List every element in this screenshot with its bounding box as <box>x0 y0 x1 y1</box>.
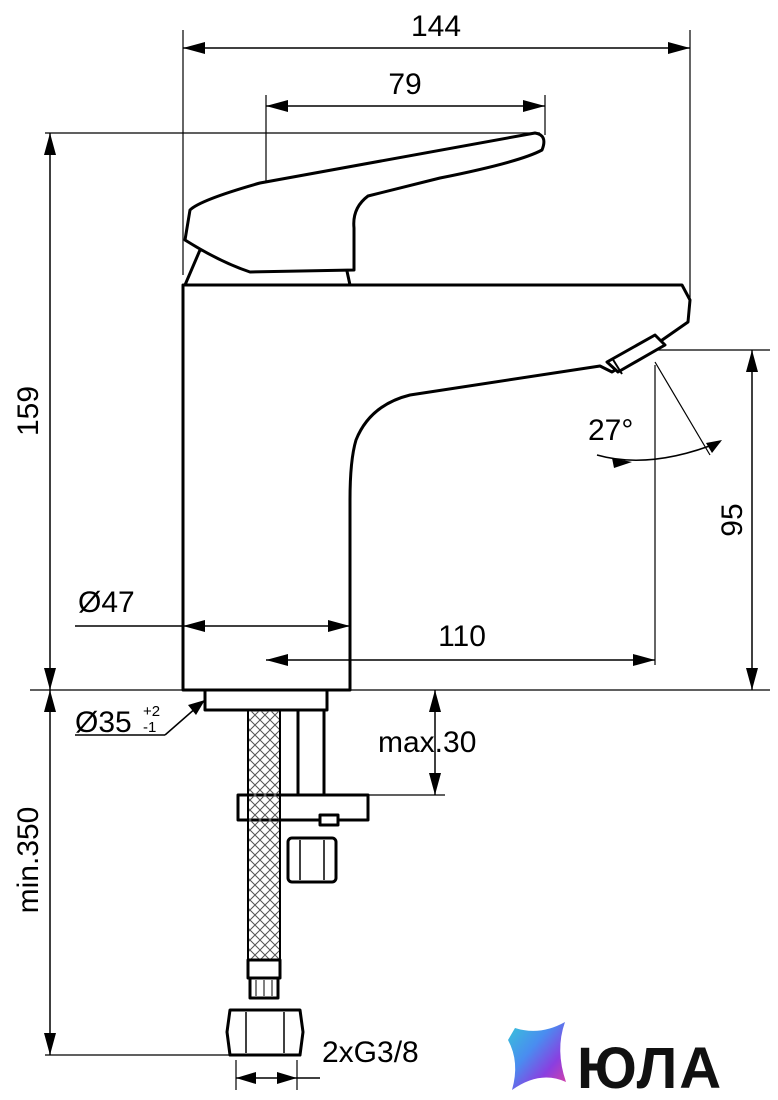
dim-connection-thread: 2xG3/8 <box>322 1036 419 1069</box>
dim-overall-width: 144 <box>411 10 461 43</box>
dim-total-height: 159 <box>12 386 45 436</box>
dim-min-hose-length: min.350 <box>12 807 45 914</box>
star-shaped-logo-icon <box>508 1022 566 1090</box>
brand-name: ЮЛА <box>577 1036 723 1100</box>
mounting-assembly <box>203 688 370 1057</box>
dim-handle-length: 79 <box>388 68 421 101</box>
brand-logo: ЮЛА <box>508 1022 723 1100</box>
dim-spout-reach: 110 <box>438 620 486 653</box>
dim-tolerance-minus: -1 <box>143 719 156 736</box>
dim-body-diameter: Ø47 <box>78 586 135 619</box>
dim-base-diameter: Ø35 <box>75 706 132 739</box>
dim-spray-angle: 27° <box>588 414 633 447</box>
faucet-body <box>181 131 692 692</box>
dimension-lines <box>44 42 758 1084</box>
dim-spout-height: 95 <box>716 503 749 536</box>
extension-lines <box>30 30 770 1090</box>
dim-tolerance-plus: +2 <box>143 703 160 720</box>
dim-max-deck: max.30 <box>378 726 476 759</box>
